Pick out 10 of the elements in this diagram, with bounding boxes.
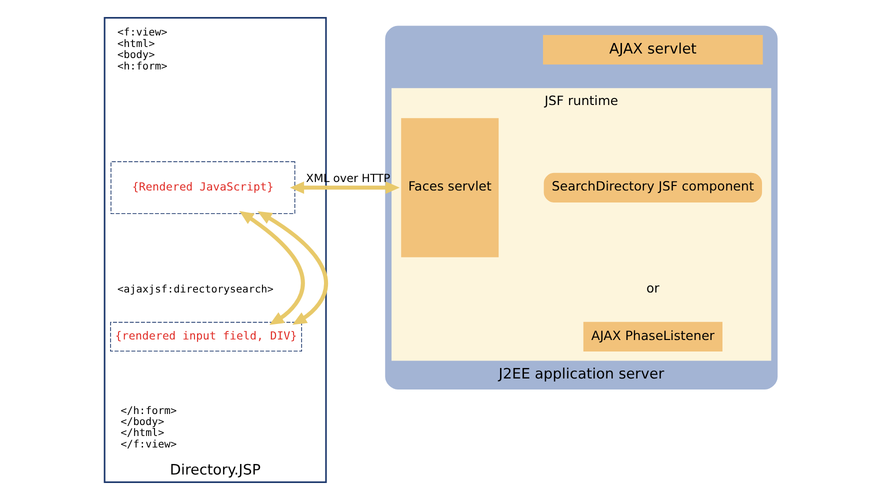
node-box: Faces servlet <box>400 118 498 258</box>
arrow <box>238 211 304 325</box>
arrow <box>257 211 328 325</box>
node-box: {Rendered JavaScript} <box>110 161 295 214</box>
node-box: SearchDirectory JSF component <box>543 172 762 202</box>
label: or <box>646 282 659 297</box>
node-box: AJAX servlet <box>542 34 762 65</box>
node-box: AJAX PhaseListener <box>582 322 722 352</box>
arrow <box>289 181 400 194</box>
node-box: {rendered input field, DIV} <box>110 322 302 352</box>
